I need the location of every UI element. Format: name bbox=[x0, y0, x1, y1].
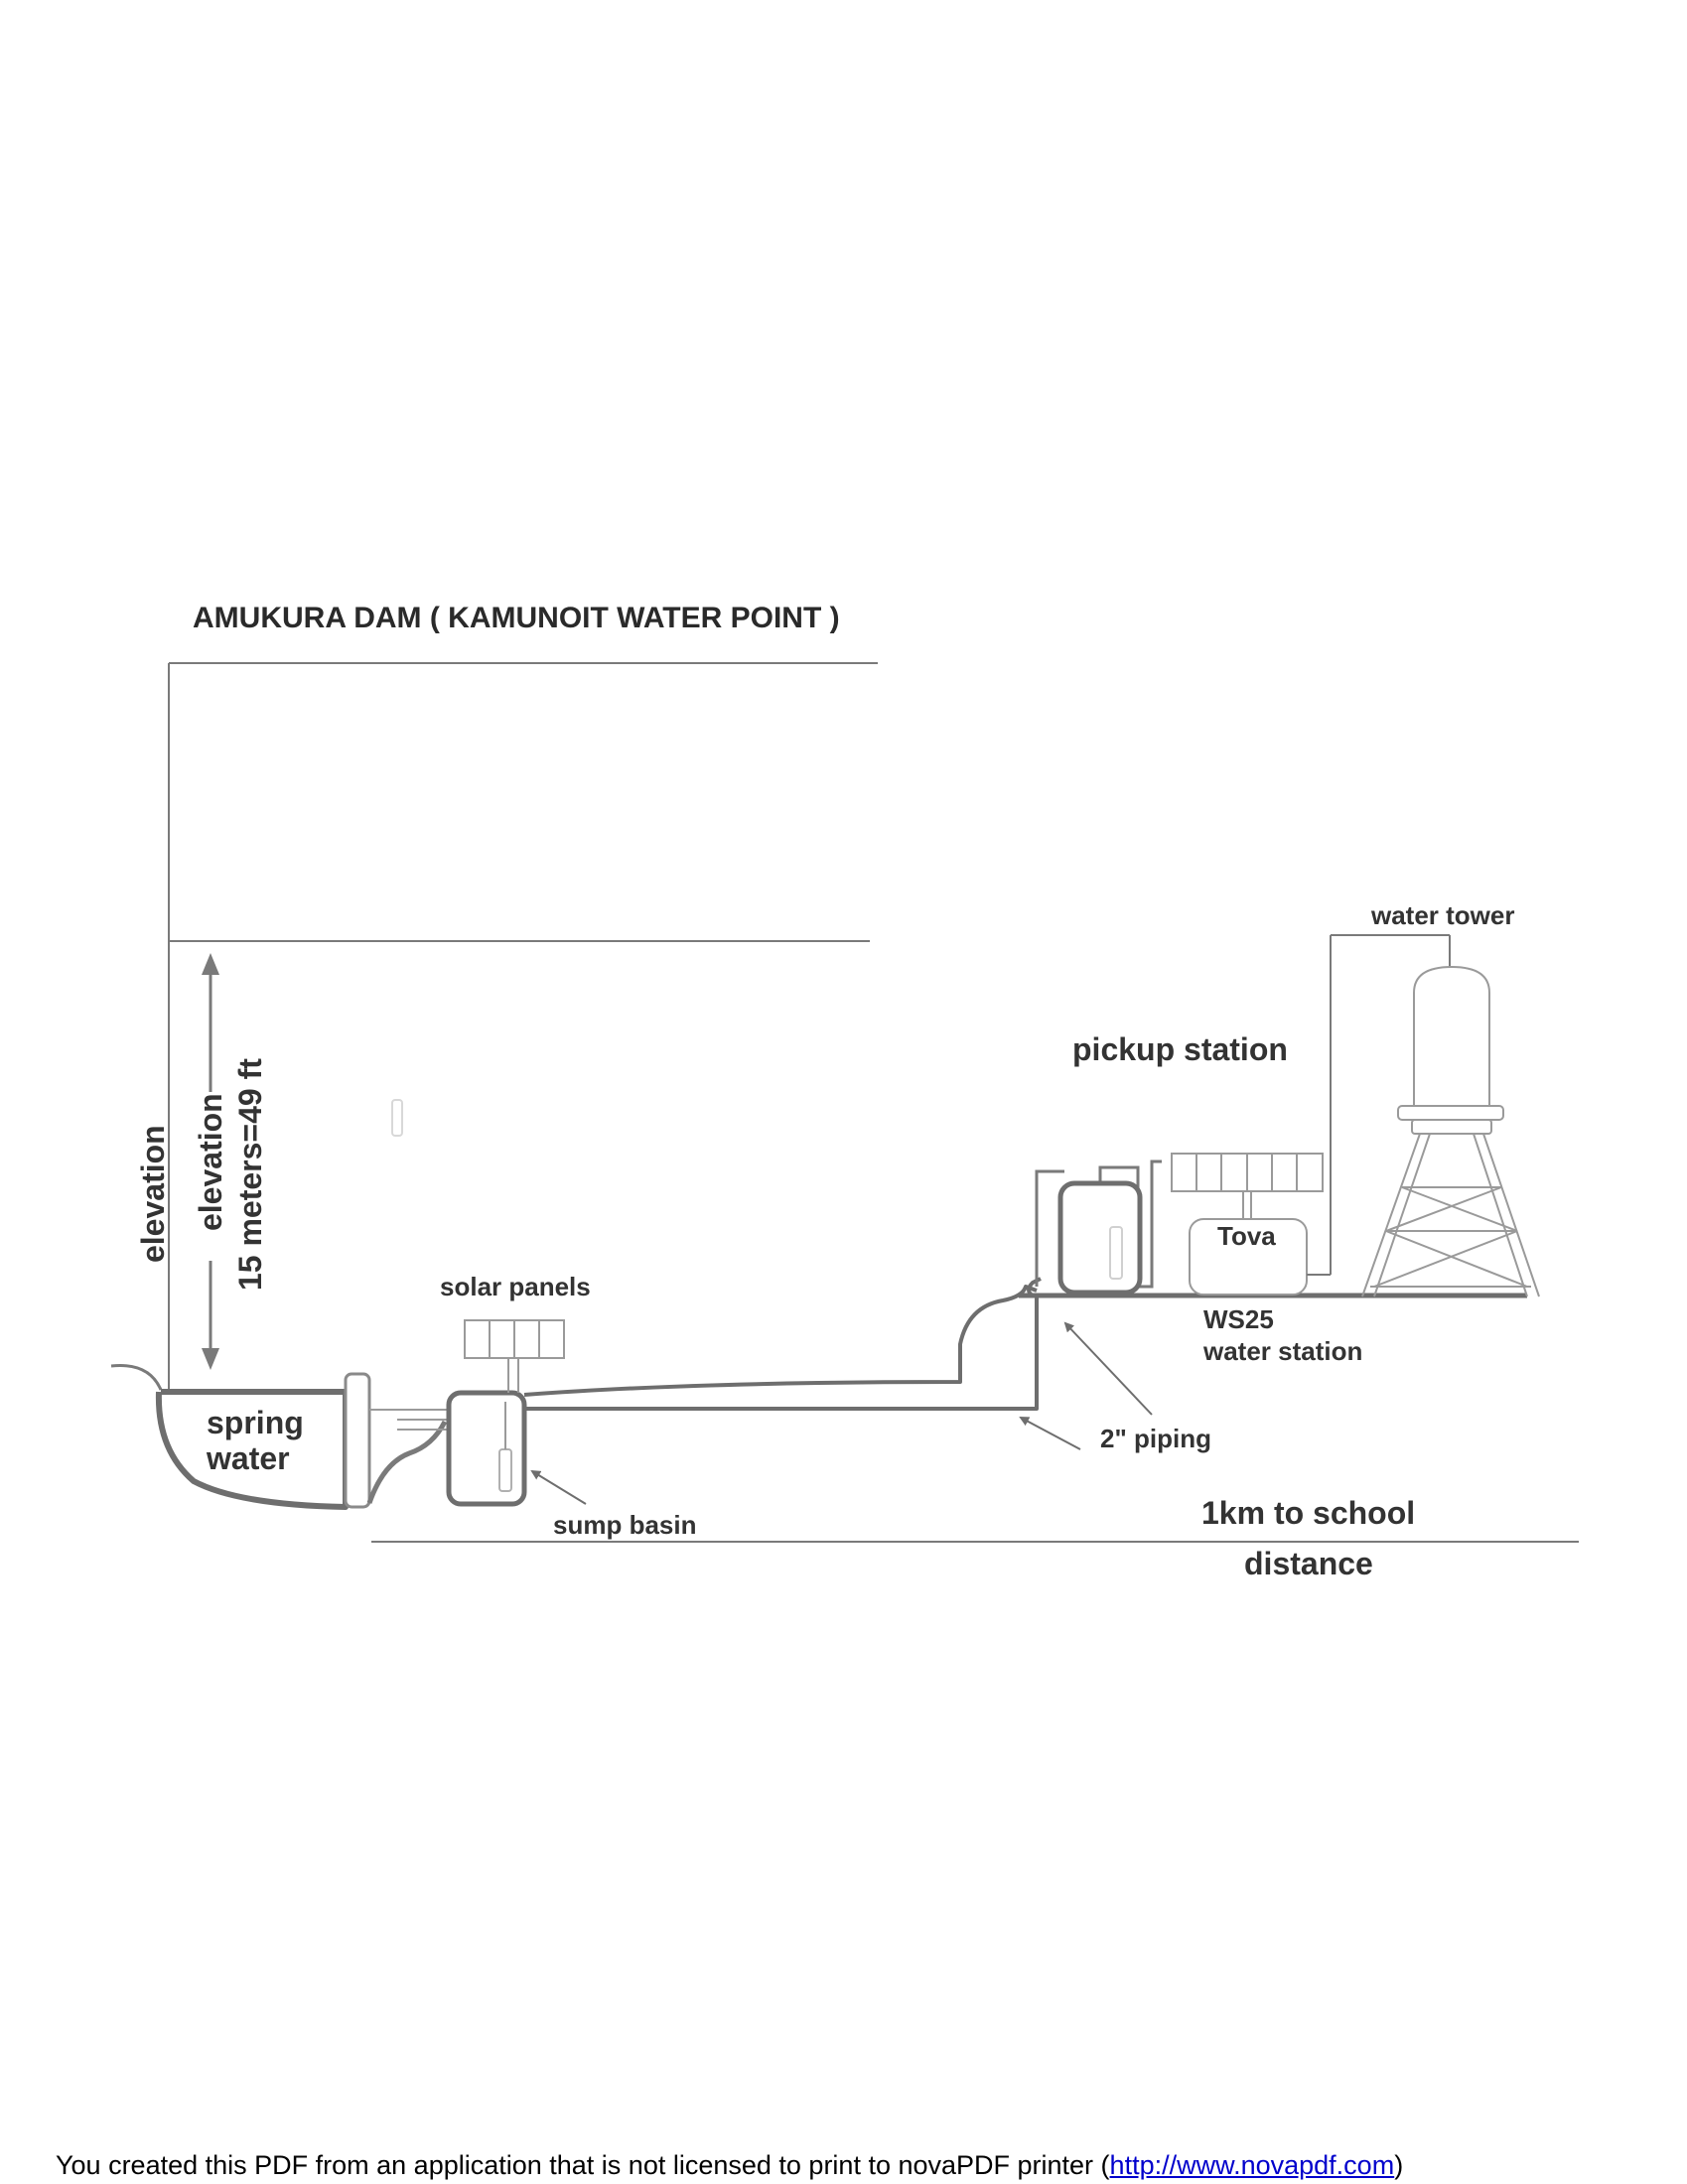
elevation-value-label: 15 meters=49 ft bbox=[232, 1058, 268, 1291]
sump-basin bbox=[446, 1390, 527, 1507]
elevation-arrow-bottom-head bbox=[202, 1348, 219, 1370]
elevation-frame bbox=[168, 662, 878, 1392]
ws25-label: WS25 bbox=[1203, 1304, 1274, 1334]
piping-label: 2" piping bbox=[1100, 1424, 1211, 1453]
dam-wall bbox=[344, 1372, 371, 1509]
dam-outflow-curve bbox=[366, 1420, 448, 1504]
footer-text: You created this PDF from an application… bbox=[56, 2150, 1110, 2180]
water-tower-label: water tower bbox=[1370, 900, 1515, 930]
footer-close: ) bbox=[1394, 2150, 1404, 2180]
pickup-solar-panels bbox=[1171, 1153, 1324, 1219]
main-piping bbox=[523, 1277, 1042, 1411]
water-station-label: water station bbox=[1202, 1336, 1362, 1366]
faint-marker bbox=[391, 1099, 403, 1137]
pickup-pump bbox=[1109, 1226, 1123, 1280]
solar-panels-label: solar panels bbox=[440, 1272, 591, 1301]
piping-arrow-lower bbox=[1019, 1417, 1081, 1450]
footer-link[interactable]: http://www.novapdf.com bbox=[1109, 2150, 1395, 2180]
water-tower bbox=[1361, 965, 1540, 1297]
intake-pipe bbox=[369, 1409, 447, 1431]
sump-basin-label: sump basin bbox=[553, 1510, 696, 1540]
spring-label-line1: spring bbox=[207, 1405, 304, 1440]
diagram-title: AMUKURA DAM ( KAMUNOIT WATER POINT ) bbox=[193, 602, 840, 634]
footer-notice: You created this PDF from an application… bbox=[56, 2150, 1403, 2181]
spring-label-line2: water bbox=[206, 1440, 290, 1476]
sump-solar-panels bbox=[464, 1319, 565, 1393]
tova-unit bbox=[1189, 1218, 1308, 1296]
piping-arrow-upper bbox=[1063, 1321, 1153, 1416]
sump-pump bbox=[498, 1448, 512, 1492]
spring-basin-left-bank bbox=[110, 1364, 163, 1391]
elevation-inner-label: elevation bbox=[193, 1093, 228, 1231]
pickup-tank bbox=[1057, 1180, 1143, 1296]
to-school-label: 1km to school bbox=[1201, 1495, 1415, 1531]
spring-basin bbox=[155, 1389, 349, 1510]
distance-label: distance bbox=[1244, 1546, 1373, 1581]
elevation-outer-label: elevation bbox=[135, 1125, 171, 1263]
elevation-arrow-top-head bbox=[202, 953, 219, 975]
tova-label: Tova bbox=[1217, 1221, 1276, 1251]
pickup-station-label: pickup station bbox=[1072, 1031, 1288, 1067]
sump-basin-arrow bbox=[530, 1469, 587, 1505]
